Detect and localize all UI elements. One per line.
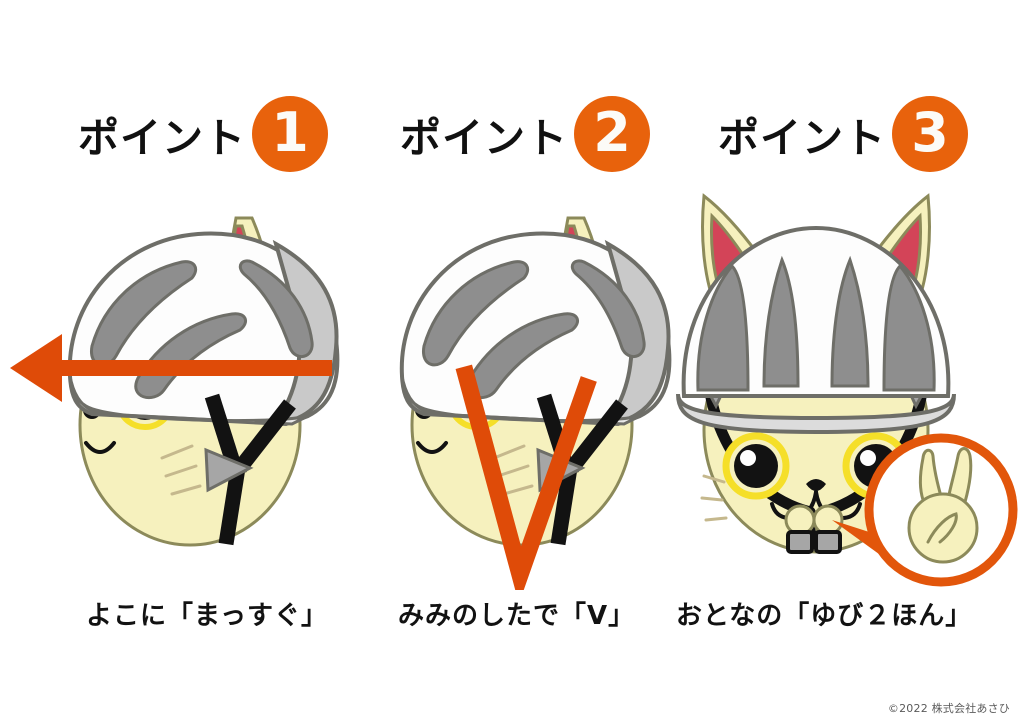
heading-badge-2: 2 xyxy=(574,96,650,172)
peace-hand-icon xyxy=(907,447,979,564)
horizontal-arrow-annotation xyxy=(10,334,332,402)
caption-point-3: おとなの「ゆび２ほん」 xyxy=(676,601,973,631)
heading-label-2: ポイント xyxy=(400,113,568,162)
callout-peace-hand xyxy=(832,433,1018,587)
helmet-front xyxy=(681,225,951,398)
heading-label-1: ポイント xyxy=(78,113,246,162)
heading-badge-1: 1 xyxy=(252,96,328,172)
v-mark-annotation xyxy=(455,364,597,590)
heading-label-3: ポイント xyxy=(718,113,886,162)
cat-illustration-2 xyxy=(399,218,672,545)
cat-illustration-3 xyxy=(676,193,956,554)
heading-badge-3: 3 xyxy=(892,96,968,172)
heading-point-2: ポイント 2 xyxy=(400,96,650,172)
heading-point-1: ポイント 1 xyxy=(78,96,328,172)
copyright-notice: ©2022 株式会社あさひ xyxy=(887,702,1010,715)
cat-illustration-1 xyxy=(67,218,340,545)
illustration-area xyxy=(0,190,1024,590)
caption-point-1: よこに「まっすぐ」 xyxy=(86,601,328,631)
two-fingers-indicator xyxy=(784,504,844,536)
helmet-rim xyxy=(676,393,956,435)
caption-point-2: みみのしたで「V」 xyxy=(398,601,636,631)
heading-point-3: ポイント 3 xyxy=(718,96,968,172)
strap-slider xyxy=(204,447,254,493)
